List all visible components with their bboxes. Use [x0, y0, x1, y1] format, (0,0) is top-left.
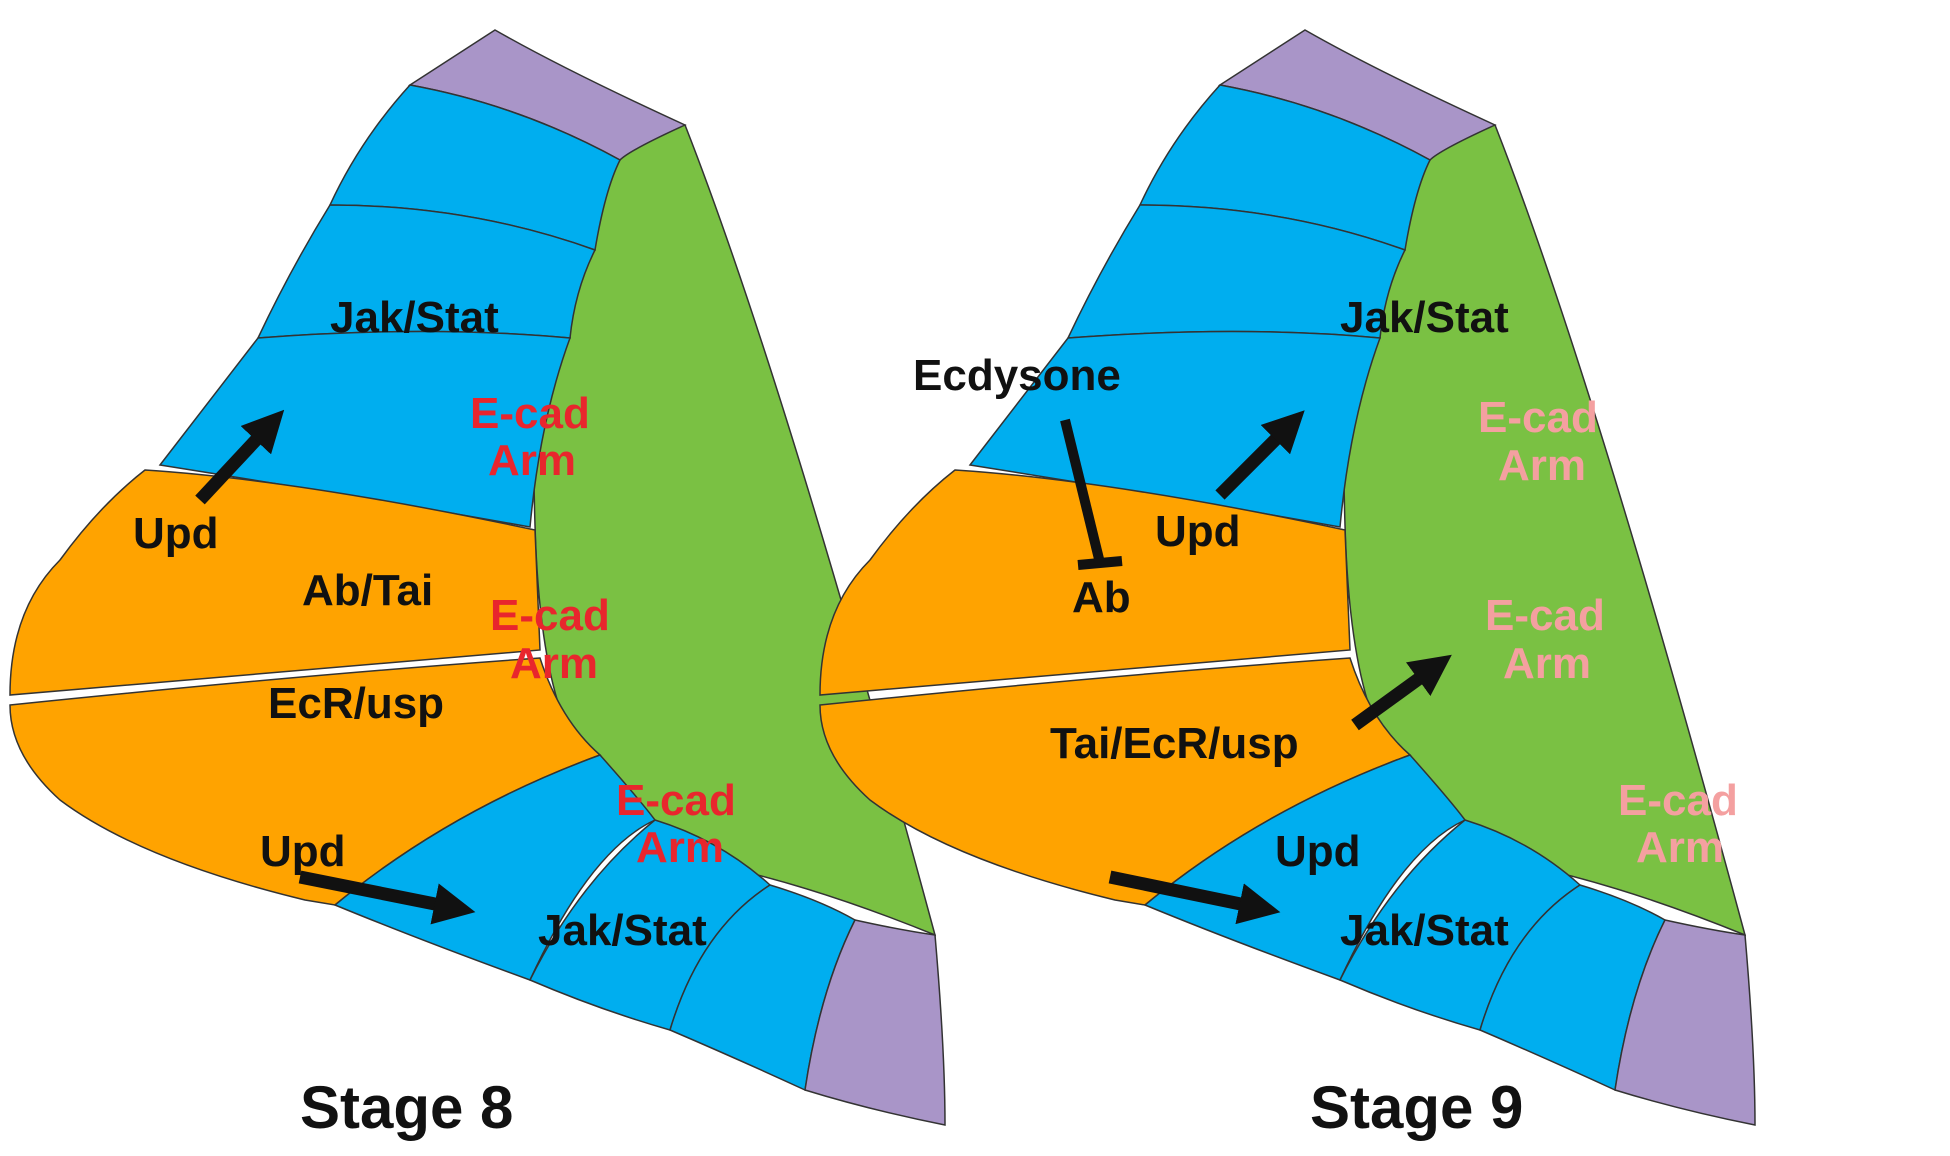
- arm-label-3: Arm: [636, 823, 724, 872]
- ab-label: Ab: [1072, 573, 1131, 622]
- jak-stat-label-top: Jak/Stat: [330, 293, 499, 342]
- arm-label-3: Arm: [1636, 823, 1724, 872]
- stage-9-panel: Jak/Stat Ecdysone E-cad Arm Upd Ab E-cad…: [819, 29, 1756, 1141]
- jak-stat-label-bottom: Jak/Stat: [538, 906, 707, 955]
- ecad-label-2: E-cad: [1485, 591, 1605, 640]
- arm-label-1: Arm: [1498, 441, 1586, 490]
- tai-ecr-usp-arrow: [1351, 654, 1452, 731]
- arm-label-2: Arm: [510, 639, 598, 688]
- upd-label-bottom: Upd: [1275, 827, 1361, 876]
- arm-label-2: Arm: [1503, 639, 1591, 688]
- bottom-cap-cell: [804, 919, 946, 1126]
- ecdysone-inhibition-bar: [1077, 556, 1123, 570]
- stage-9-title: Stage 9: [1310, 1074, 1523, 1141]
- ecad-label-1: E-cad: [470, 389, 590, 438]
- jak-stat-label-top: Jak/Stat: [1340, 293, 1509, 342]
- ecdysone-label: Ecdysone: [913, 351, 1121, 400]
- stage-8-panel: Jak/Stat E-cad Arm Upd Ab/Tai E-cad Arm …: [9, 29, 946, 1141]
- border-cell-upper: [9, 469, 541, 696]
- upd-arrow-top: [195, 409, 285, 505]
- stage-8-title: Stage 8: [300, 1074, 513, 1141]
- upd-label-top: Upd: [133, 509, 219, 558]
- ab-tai-label: Ab/Tai: [302, 566, 433, 615]
- ecad-label-2: E-cad: [490, 591, 610, 640]
- upd-arrow-bottom: [298, 870, 476, 925]
- tai-ecr-usp-label: Tai/EcR/usp: [1050, 719, 1299, 768]
- jak-stat-label-bottom: Jak/Stat: [1340, 906, 1509, 955]
- follicle-cell-top-3: [158, 330, 572, 528]
- upd-arrow-top: [1215, 410, 1305, 500]
- upd-label-bottom: Upd: [260, 827, 346, 876]
- bottom-cap-cell: [1614, 919, 1756, 1126]
- follicle-cell-top-3: [968, 330, 1382, 528]
- ecad-label-1: E-cad: [1478, 393, 1598, 442]
- upd-arrow-bottom: [1108, 870, 1281, 925]
- ecdysone-inhibition-line: [1060, 418, 1105, 565]
- ecad-label-3: E-cad: [1618, 776, 1738, 825]
- upd-label-top: Upd: [1155, 507, 1241, 556]
- ecad-label-3: E-cad: [616, 776, 736, 825]
- ecr-usp-label: EcR/usp: [268, 679, 444, 728]
- arm-label-1: Arm: [488, 436, 576, 485]
- border-cell-upper: [819, 469, 1351, 696]
